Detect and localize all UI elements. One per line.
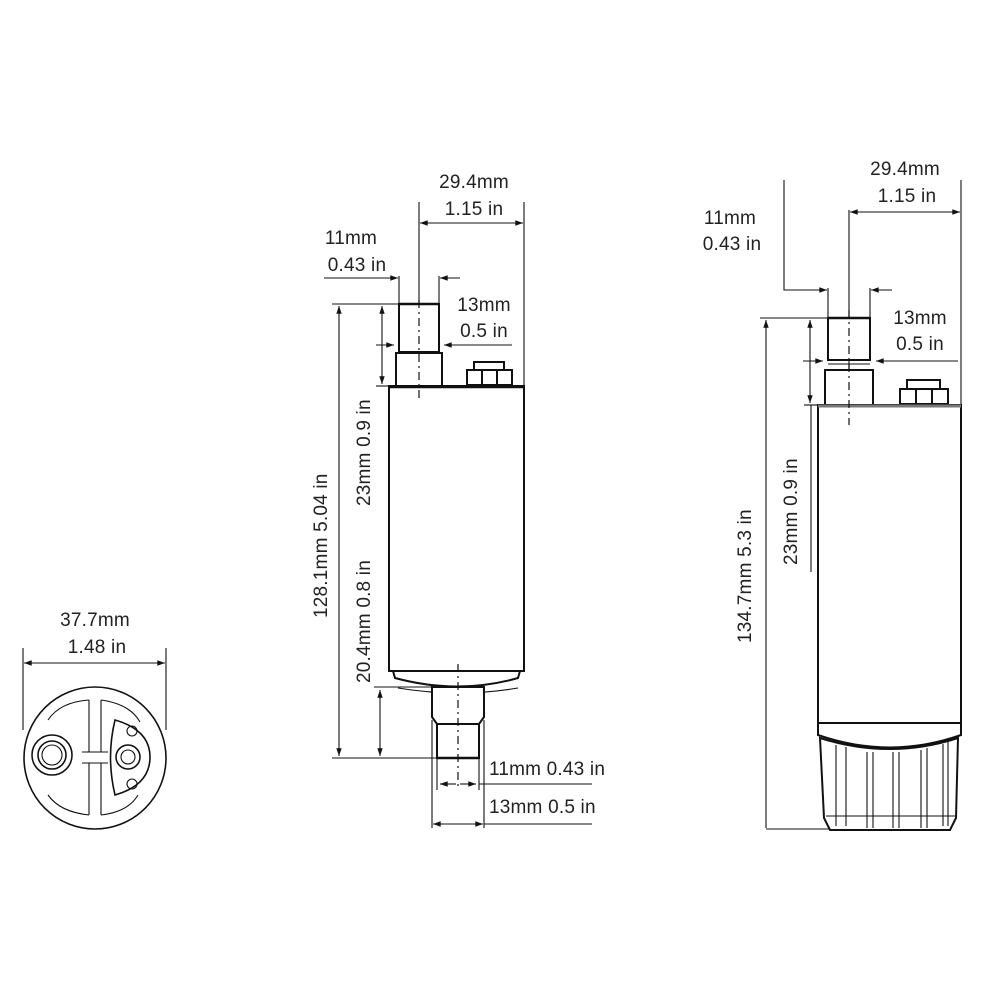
diameter-mm-label: 37.7mm [60, 610, 130, 631]
diameter-in-label: 1.48 in [67, 637, 127, 658]
bottom-outer-label: 13mm 0.5 in [489, 797, 596, 818]
outlet-inner-mm-label: 11mm [324, 228, 378, 249]
side-view-2 [760, 180, 962, 831]
strainer-cage-icon [818, 736, 960, 831]
outlet-inner-in-label: 0.43 in [327, 255, 387, 276]
side-view-1 [324, 202, 592, 828]
width-in-label: 1.15 in [444, 199, 504, 220]
width-in-label-2: 1.15 in [877, 186, 937, 207]
terminal-icon [109, 719, 151, 796]
bottom-view [22, 648, 167, 830]
outlet-outer-mm-label-2: 13mm [893, 308, 947, 329]
outlet-inner-in-label-2: 0.43 in [702, 234, 762, 255]
top-nozzle-height-label: 23mm 0.9 in [354, 399, 375, 506]
outlet-outer-mm-label: 13mm [457, 295, 511, 316]
bottom-nozzle-height-label: 20.4mm 0.8 in [354, 560, 375, 683]
outlet-outer-in-label-2: 0.5 in [896, 334, 944, 355]
top-nozzle-height-label-2: 23mm 0.9 in [781, 458, 802, 565]
width-mm-label-2: 29.4mm [870, 159, 940, 180]
housing-outline [23, 686, 167, 830]
total-height-label: 128.1mm 5.04 in [311, 473, 332, 618]
outlet-outer-in-label: 0.5 in [460, 321, 508, 342]
width-mm-label: 29.4mm [439, 172, 509, 193]
total-height-label-2: 134.7mm 5.3 in [735, 509, 756, 643]
outlet-inner-mm-label-2: 11mm [703, 208, 757, 229]
outlet-nut-icon [31, 734, 73, 776]
bottom-inner-label: 11mm 0.43 in [489, 759, 606, 780]
